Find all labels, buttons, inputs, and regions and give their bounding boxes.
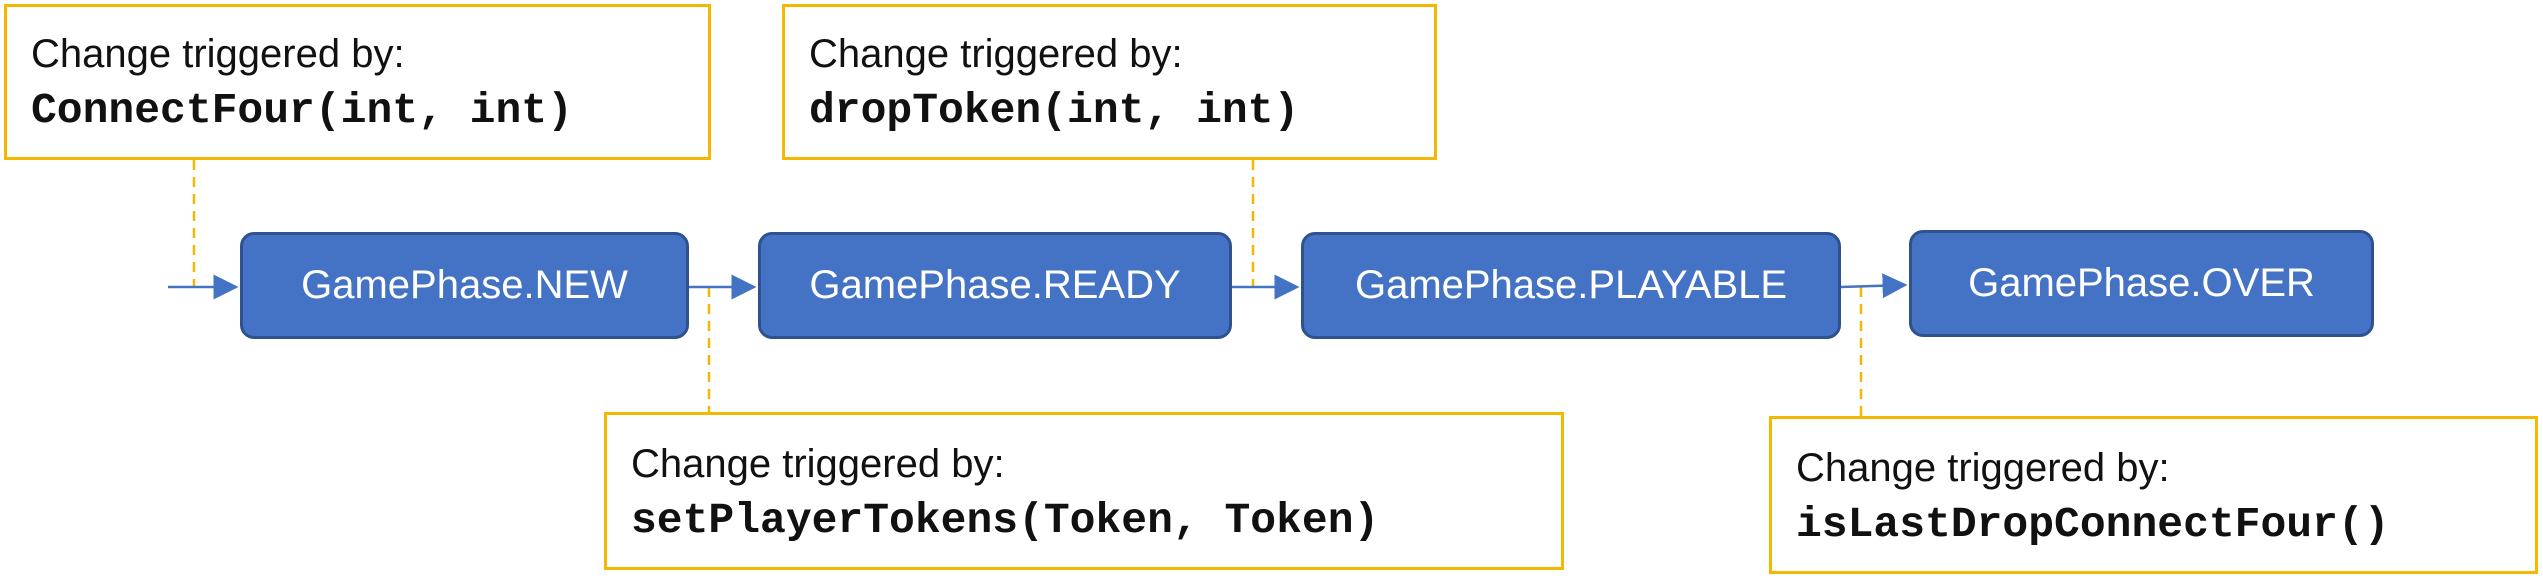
note-drop-token: Change triggered by: dropToken(int, int): [782, 4, 1437, 160]
note-method: ConnectFour(int, int): [31, 86, 573, 135]
note-method: dropToken(int, int): [809, 86, 1300, 135]
note-set-player-tokens: Change triggered by: setPlayerTokens(Tok…: [604, 412, 1564, 570]
arrow-playable-to-over: [1840, 273, 1908, 299]
note-method: isLastDropConnectFour(): [1796, 500, 2390, 549]
note-label: Change triggered by:: [809, 32, 1183, 76]
note-constructor: Change triggered by: ConnectFour(int, in…: [4, 4, 711, 160]
note-label: Change triggered by:: [631, 442, 1005, 486]
state-over: GamePhase.OVER: [1909, 230, 2374, 337]
note-label: Change triggered by:: [31, 32, 405, 76]
note-method: setPlayerTokens(Token, Token): [631, 496, 1380, 545]
note-is-last-drop: Change triggered by: isLastDropConnectFo…: [1769, 416, 2538, 574]
state-ready: GamePhase.READY: [758, 232, 1232, 339]
state-new: GamePhase.NEW: [240, 232, 689, 339]
note-label: Change triggered by:: [1796, 446, 2170, 490]
state-playable: GamePhase.PLAYABLE: [1301, 232, 1841, 339]
